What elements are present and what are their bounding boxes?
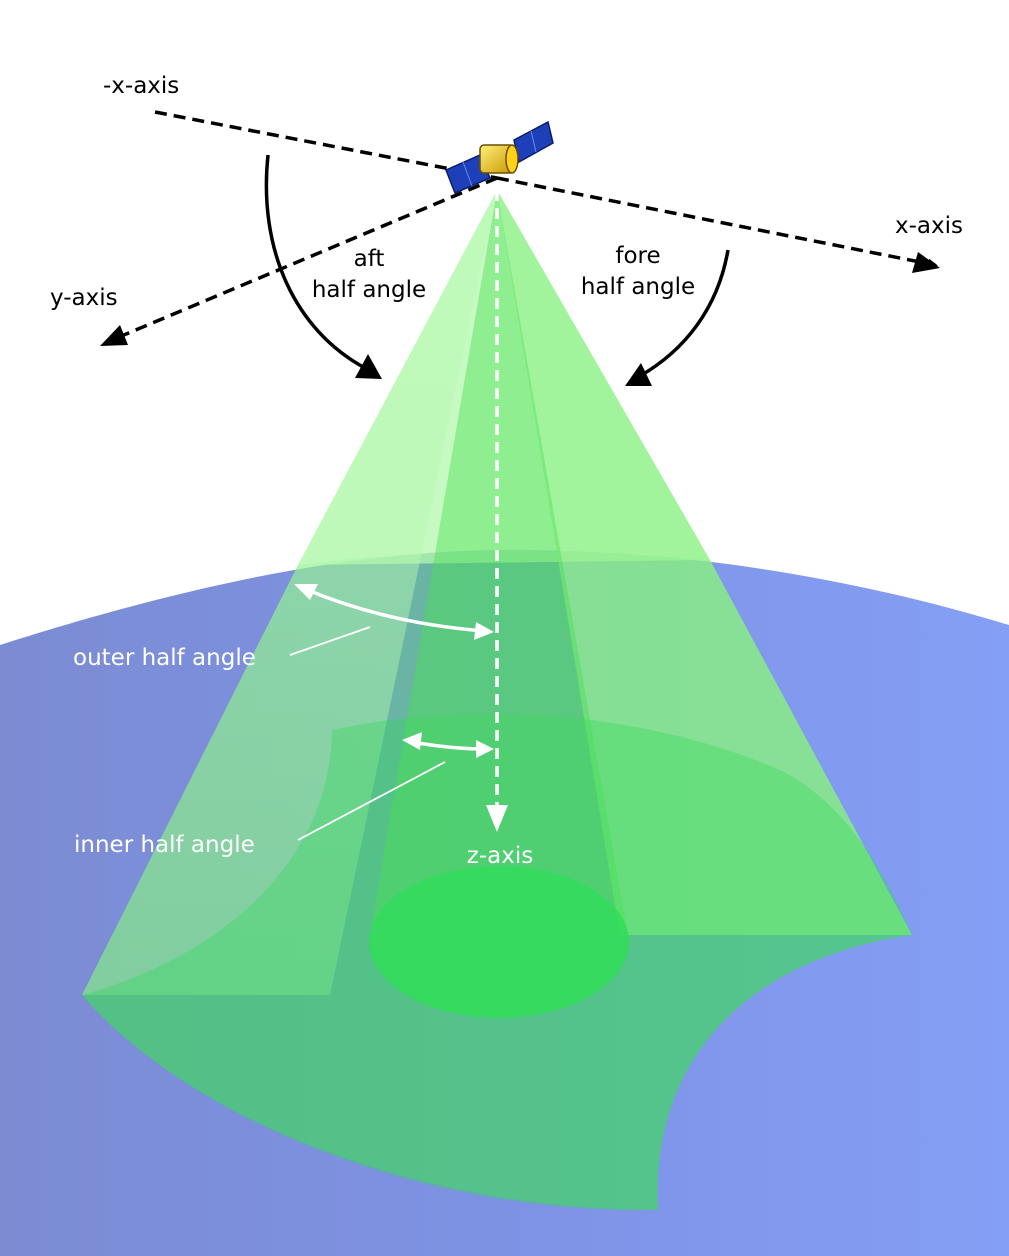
x-axis-label: x-axis	[895, 213, 963, 239]
neg-x-axis-label: -x-axis	[103, 73, 179, 99]
fore-label-line1: fore	[615, 243, 660, 269]
z-axis-label: z-axis	[467, 843, 533, 869]
y-axis-arrowhead	[100, 325, 128, 346]
inner-cone-base	[369, 866, 629, 1018]
outer-angle-leader	[289, 626, 371, 656]
x-axis-line	[496, 176, 938, 269]
z-axis-arrowhead	[486, 805, 508, 832]
fore-label-line2: half angle	[581, 274, 695, 300]
outer-cone-right	[497, 190, 912, 935]
satellite-icon	[445, 120, 554, 194]
outer-angle-arrowhead-left	[294, 584, 318, 600]
aft-label-line2: half angle	[312, 277, 426, 303]
aft-angle-arrowhead	[355, 354, 382, 379]
outer-half-angle-label: outer half angle	[73, 645, 256, 671]
fore-angle-arc	[639, 249, 730, 378]
inner-cone	[370, 190, 628, 1018]
inner-angle-arrowhead-left	[402, 732, 422, 750]
fore-angle-arrowhead	[625, 363, 652, 386]
aft-angle-arc	[264, 154, 366, 370]
y-axis-label: y-axis	[50, 285, 118, 311]
outer-angle-arrowhead-right	[474, 622, 494, 640]
inner-angle-leader	[297, 761, 446, 841]
outer-angle-arc	[304, 587, 486, 633]
aft-label-line1: aft	[354, 246, 385, 272]
x-axis-arrowhead	[912, 252, 940, 273]
y-axis-line	[111, 176, 498, 342]
inner-half-angle-label: inner half angle	[74, 832, 255, 858]
inner-angle-arrowhead-right	[476, 740, 494, 758]
neg-x-axis-line	[154, 110, 498, 180]
